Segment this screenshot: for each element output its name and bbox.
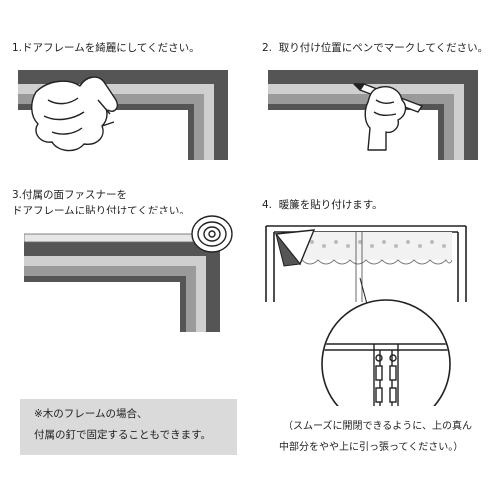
step-4-line-1: 暖簾を貼り付けます。 xyxy=(278,199,383,211)
frame-outer xyxy=(18,70,228,160)
step-1-line-1: ドアフレームを綺麗にしてください。 xyxy=(22,42,200,54)
step-2-text: 2. 取り付け位置にペンでマークしてください。 xyxy=(262,40,488,56)
tape-roll-icon xyxy=(191,215,233,253)
caption-line-2: 中部分をやや上に引っ張ってください。） xyxy=(279,442,464,453)
step-3-line-1: 付属の面ファスナーを xyxy=(22,189,128,201)
step-1-text: 1.ドアフレームを綺麗にしてください。 xyxy=(12,40,200,56)
curtain-lace xyxy=(301,232,453,302)
step-4-illustration xyxy=(262,220,472,406)
note-line-2: 付属の釘で固定することもできます。 xyxy=(34,429,212,441)
step-1-illustration xyxy=(18,70,228,160)
note-box: ※木のフレームの場合、 付属の釘で固定することもできます。 xyxy=(20,399,237,455)
step-2-illustration xyxy=(268,70,478,160)
step-4-caption: （スムーズに開閉できるように、上の真ん 中部分をやや上に引っ張ってください。） xyxy=(279,416,472,458)
step-4-text: 4. 暖簾を貼り付けます。 xyxy=(262,197,383,213)
step-1-number: 1. xyxy=(12,42,23,54)
caption-line-1: （スムーズに開閉できるように、上の真ん xyxy=(283,421,472,432)
step-2-line-1: 取り付け位置にペンでマークしてください。 xyxy=(278,42,489,54)
step-4-number: 4. xyxy=(262,199,273,211)
zoom-detail xyxy=(321,299,451,406)
step-3-illustration xyxy=(24,214,236,332)
hand-with-cloth-icon xyxy=(31,76,118,152)
hand-with-pen-icon xyxy=(353,83,423,151)
step-2-number: 2. xyxy=(262,42,273,54)
step-3-number: 3. xyxy=(12,189,23,201)
note-line-1: ※木のフレームの場合、 xyxy=(34,408,148,420)
